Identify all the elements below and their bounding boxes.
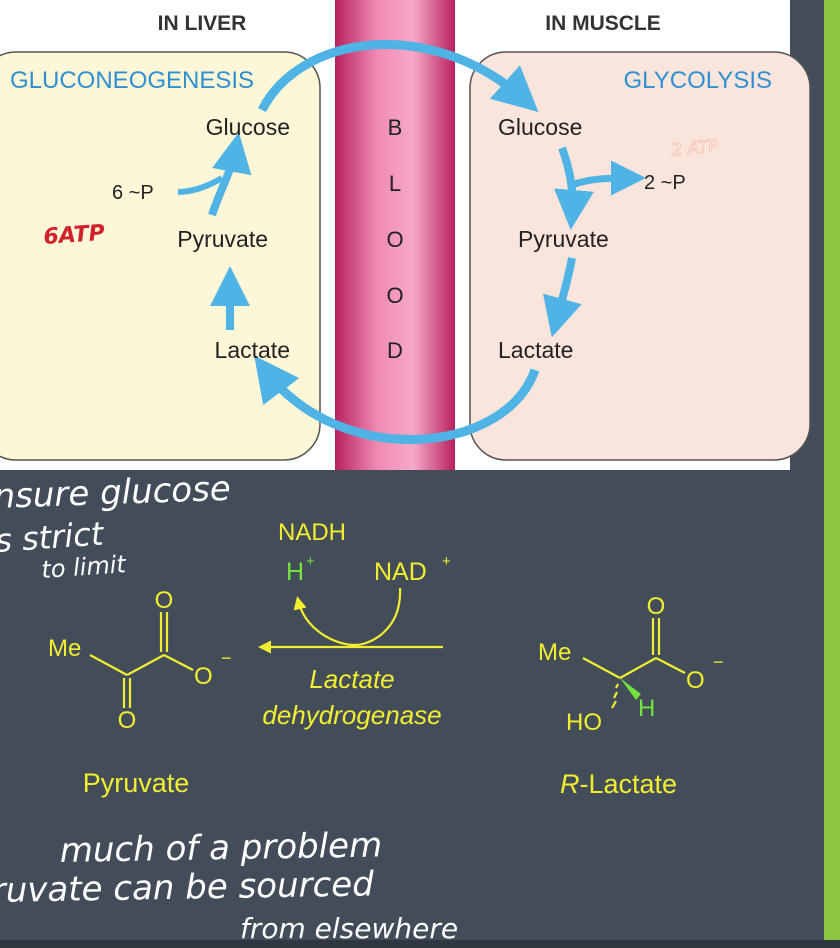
lactate-structure <box>582 618 686 709</box>
pyruvate-oxygen-top: O <box>155 587 174 614</box>
bottom-strip <box>0 940 840 948</box>
cofactor-arc <box>293 587 402 647</box>
handwritten-line-4: much of a problem <box>59 825 382 871</box>
lactate-name-suffix: -Lactate <box>580 769 678 799</box>
enzyme-name-line2: dehydrogenase <box>262 700 441 730</box>
lactate-hydrogen: H <box>638 695 655 722</box>
muscle-pyruvate: Pyruvate <box>518 226 609 252</box>
lactate-oxygen-top: O <box>647 593 666 620</box>
handwritten-line-5: ruvate can be sourced <box>0 864 374 911</box>
liver-lactate: Lactate <box>215 337 290 363</box>
lactate-name: R-Lactate <box>560 769 677 799</box>
arrow-blood-to-muscle <box>257 40 539 113</box>
muscle-panel <box>469 51 811 461</box>
arrow-pyruvate-to-lactate-muscle <box>543 257 582 338</box>
handwritten-2atp: 2 ATP <box>670 136 720 161</box>
cori-cycle-figure: IN LIVER IN MUSCLE GLUCONEOGENESIS GLYCO… <box>0 0 811 470</box>
blood-letter: O <box>386 227 403 252</box>
lactate-stereo-prefix: R <box>560 769 580 799</box>
pyruvate-oxygen-bottom: O <box>118 707 137 734</box>
pyruvate-structure <box>89 612 194 708</box>
liver-energy-label: 6 ~P <box>112 182 154 204</box>
lactate-hydroxyl: HO <box>566 709 602 736</box>
lactate-oxygen-anion: O <box>686 667 705 694</box>
enzyme-name-line1: Lactate <box>309 664 394 694</box>
handwritten-line-3: to limit <box>40 550 128 584</box>
liver-header: IN LIVER <box>158 12 247 35</box>
handwritten-line-2: s strict <box>0 514 106 560</box>
nad-label: NAD <box>374 558 427 586</box>
nadh-label: NADH <box>278 519 346 546</box>
nad-charge: + <box>442 553 451 570</box>
muscle-glucose: Glucose <box>498 114 582 140</box>
arrow-pyruvate-to-glucose-liver <box>208 132 252 217</box>
liver-glucose: Glucose <box>206 114 290 140</box>
pyruvate-methyl: Me <box>48 635 81 662</box>
blood-column <box>335 0 455 470</box>
lactate-wedge-bond <box>620 678 641 700</box>
handwritten-line-6: from elsewhere <box>240 912 458 945</box>
glycolysis-label: GLYCOLYSIS <box>624 67 773 94</box>
muscle-header: IN MUSCLE <box>545 12 661 35</box>
handwritten-notes: nsure glucose s strict to limit much of … <box>0 469 458 945</box>
blood-label: B L O O D <box>386 115 403 363</box>
proton-label: H <box>286 558 304 586</box>
pyruvate-oxygen-anion: O <box>194 663 213 690</box>
proton-charge: + <box>306 553 315 570</box>
arrow-glucose-to-pyruvate-muscle <box>554 146 594 230</box>
ldh-reaction: Me O O O − Pyruvate NADH H + NAD + Lacta… <box>48 519 724 799</box>
blood-letter: B <box>388 115 403 140</box>
liver-pyruvate: Pyruvate <box>177 226 268 252</box>
blood-letter: O <box>386 283 403 308</box>
handwritten-line-1: nsure glucose <box>0 469 231 517</box>
pyruvate-charge: − <box>221 648 232 668</box>
arrow-blood-to-liver <box>254 355 540 444</box>
muscle-energy-label: 2 ~P <box>644 172 686 194</box>
pyruvate-name: Pyruvate <box>83 768 190 798</box>
handwritten-6atp: 6ATP <box>43 221 106 250</box>
gluconeogenesis-label: GLUCONEOGENESIS <box>10 67 254 94</box>
blood-letter: D <box>387 338 403 363</box>
blood-letter: L <box>389 171 401 196</box>
muscle-lactate: Lactate <box>498 337 573 363</box>
arrow-energy-input <box>177 175 224 195</box>
accent-bar <box>824 0 840 948</box>
lactate-methyl: Me <box>538 639 571 666</box>
lactate-charge: − <box>713 652 724 672</box>
arrow-energy-output <box>570 160 646 196</box>
